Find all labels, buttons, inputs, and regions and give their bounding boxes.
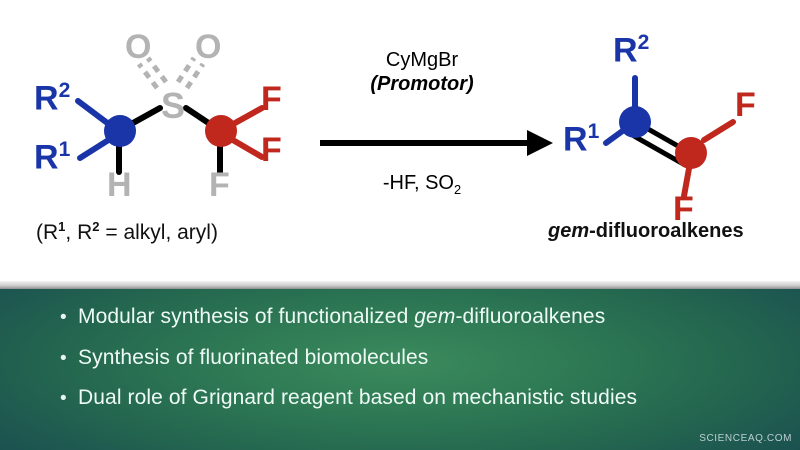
label-fluorine-bottom: F [209, 166, 230, 204]
product-caption: gem-difluoroalkenes [548, 220, 744, 243]
banner-gradient-background: • Modular synthesis of functionalized ge… [0, 289, 800, 450]
highlights-list: • Modular synthesis of functionalized ge… [60, 305, 760, 427]
product-caption-italic: gem [548, 220, 590, 242]
label-r1-starting-material: R1 [34, 138, 71, 177]
list-item-text: Dual role of Grignard reagent based on m… [78, 386, 637, 410]
label-r2-starting-material: R2 [34, 79, 71, 118]
label-fluorine-top: F [261, 80, 282, 118]
bullet-icon: • [60, 347, 67, 369]
label-r1-product: R1 [563, 120, 600, 159]
list-item-text: Synthesis of fluorinated biomolecules [78, 346, 428, 370]
list-item-text-pre: Modular synthesis of functionalized [78, 305, 415, 328]
reagent-role: (Promotor) [370, 73, 474, 96]
reagent-conditions-above-arrow: CyMgBr (Promotor) [322, 48, 522, 97]
starting-material-caption: (R1, R2 = alkyl, aryl) [36, 219, 218, 244]
reaction-scheme: R2 R1 H S O O F F F CyMgBr (Promotor) -H… [34, 28, 756, 244]
list-item: • Modular synthesis of functionalized ge… [60, 305, 760, 329]
reagent-name: CyMgBr [385, 49, 459, 71]
banner-top-divider [0, 281, 800, 289]
label-sulfur: S [161, 85, 186, 126]
label-hydrogen: H [107, 166, 132, 204]
list-item: • Synthesis of fluorinated biomolecules [60, 346, 760, 370]
bullet-icon: • [60, 307, 67, 328]
bond-product-f-right [701, 119, 736, 143]
carbon-atom-red-sm [205, 115, 237, 147]
list-item-text: Modular synthesis of functionalized gem-… [78, 305, 605, 329]
scheme-vector-graphics [75, 56, 736, 199]
bullet-icon: • [60, 388, 67, 410]
watermark-text: SCIENCEAQ.COM [699, 433, 792, 444]
label-fluorine-product-bottom: F [673, 190, 694, 228]
carbon-atom-blue-product [619, 106, 651, 138]
label-oxygen-right: O [195, 28, 222, 66]
label-fluorine-mid: F [261, 131, 282, 169]
sulfonyl-double-bond-right [175, 56, 206, 90]
label-r2-product: R2 [613, 31, 650, 70]
byproducts-text: -HF, SO [382, 172, 454, 194]
carbon-atom-blue-sm [104, 115, 136, 147]
label-oxygen-left: O [125, 28, 152, 66]
list-item-text-italic: gem [414, 305, 456, 328]
product-caption-rest: -difluoroalkenes [589, 220, 744, 242]
byproducts-subscript: 2 [454, 182, 462, 197]
list-item-text-post: -difluoroalkenes [455, 305, 606, 328]
carbon-atom-red-product [675, 137, 707, 169]
reaction-arrow-head [527, 130, 553, 156]
list-item-text-pre: Dual role of Grignard reagent based on m… [78, 386, 638, 410]
byproducts-below-arrow: -HF, SO2 [322, 172, 522, 197]
list-item-text-pre: Synthesis of fluorinated biomolecules [78, 345, 429, 369]
label-fluorine-product-right: F [735, 86, 756, 124]
list-item: • Dual role of Grignard reagent based on… [60, 386, 760, 410]
sulfonyl-double-bond-left [137, 56, 168, 90]
highlights-banner: • Modular synthesis of functionalized ge… [0, 281, 800, 450]
